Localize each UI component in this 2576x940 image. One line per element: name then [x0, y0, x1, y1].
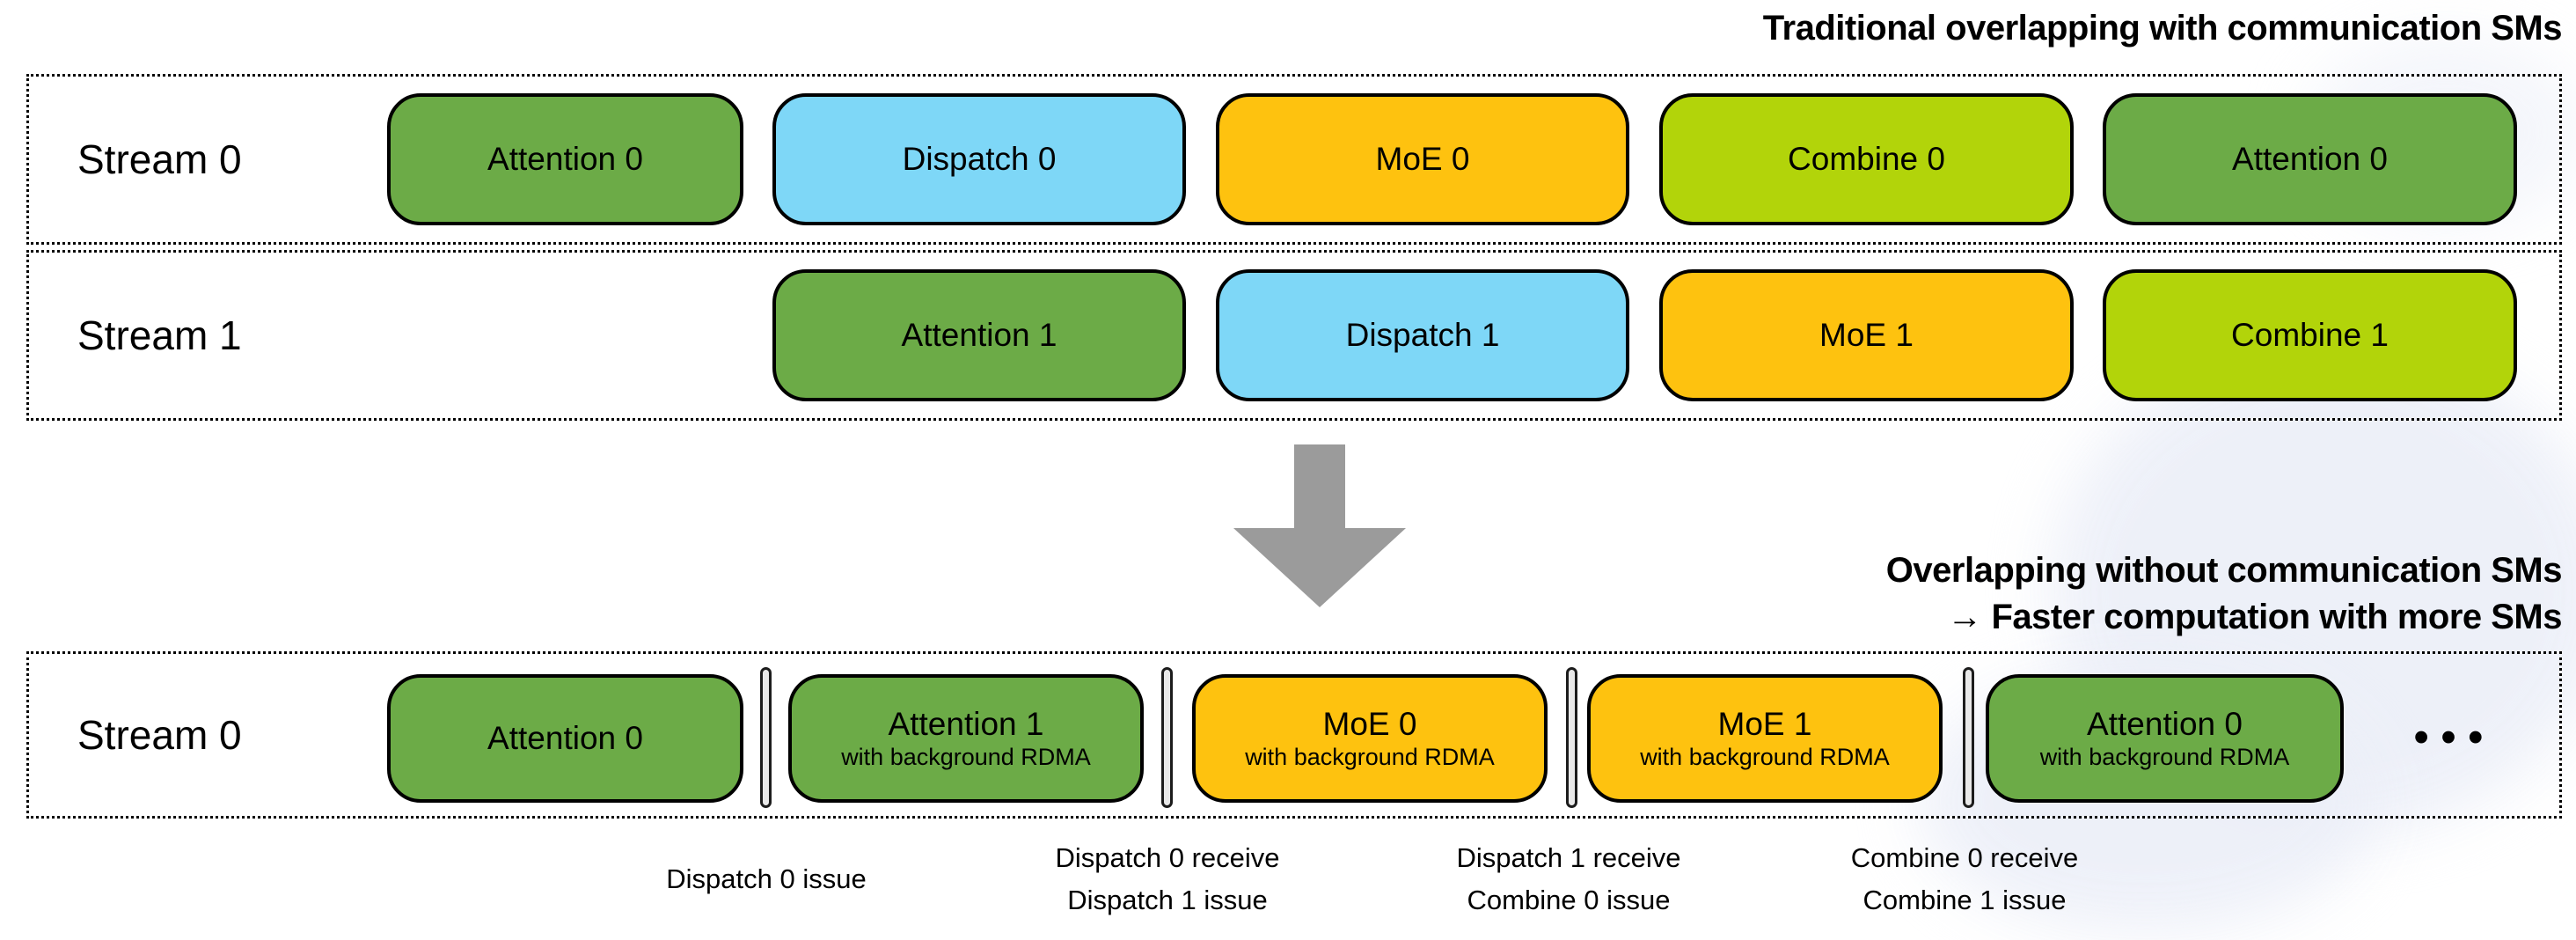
stream-label: Stream 0	[77, 712, 242, 758]
stream-sync-separator	[760, 667, 772, 808]
task-box-label: Attention 0	[487, 720, 643, 756]
task-box-dispatch-1: Dispatch 1	[1216, 269, 1629, 401]
stream-lane-optimized: Stream 0	[26, 651, 2562, 819]
task-box-label: Attention 0	[2232, 141, 2388, 177]
task-box-subtitle: with background RDMA	[841, 744, 1091, 770]
task-box-subtitle: with background RDMA	[1245, 744, 1495, 770]
task-box-label: MoE 0	[1375, 141, 1470, 177]
task-box-label: Attention 1	[901, 317, 1057, 353]
task-box-label: Combine 1	[2231, 317, 2389, 353]
sync-annotation-line: Dispatch 1 receive	[1456, 842, 1681, 873]
overlap-title-line1: Overlapping without communication SMs	[1885, 551, 2563, 590]
stream-lane-traditional-0: Stream 0	[26, 74, 2562, 245]
sync-annotation-line: Combine 0 issue	[1467, 885, 1671, 915]
task-box-attention-0: Attention 0	[2103, 93, 2517, 225]
task-box-label: Attention 1	[888, 706, 1044, 742]
task-box-label: MoE 1	[1819, 317, 1914, 353]
sync-annotation-line: Dispatch 0 issue	[666, 863, 867, 894]
task-box-combine-0: Combine 0	[1659, 93, 2074, 225]
task-box-label: Dispatch 0	[902, 141, 1057, 177]
task-box-label: MoE 0	[1322, 706, 1417, 742]
task-box-subtitle: with background RDMA	[1640, 744, 1890, 770]
task-box-combine-1: Combine 1	[2103, 269, 2517, 401]
sync-annotation: Dispatch 0 issue	[666, 858, 866, 900]
task-box-attention-1: Attention 1	[772, 269, 1186, 401]
task-box-subtitle: with background RDMA	[2039, 744, 2290, 770]
task-box-label: Attention 0	[2087, 706, 2243, 742]
task-box-label: Combine 0	[1788, 141, 1945, 177]
sync-annotation-line: Dispatch 1 issue	[1067, 885, 1268, 915]
overlap-title-line2: → Faster computation with more SMs	[1947, 598, 2562, 636]
task-box-label: Attention 0	[487, 141, 643, 177]
sync-annotation-line: Combine 0 receive	[1850, 842, 2079, 873]
task-box-moe-1: MoE 1	[1659, 269, 2074, 401]
overlap-title: Overlapping without communication SMs → …	[1885, 547, 2563, 641]
stream-lane-traditional-1: Stream 1	[26, 250, 2562, 421]
stream-sync-separator	[1963, 667, 1974, 808]
task-box-attention-0: Attention 0	[387, 674, 743, 803]
task-box-label: MoE 1	[1717, 706, 1812, 742]
sync-annotation-line: Dispatch 0 receive	[1055, 842, 1280, 873]
stream-sync-separator	[1566, 667, 1577, 808]
task-box-label: Dispatch 1	[1345, 317, 1500, 353]
task-box-moe-0: MoE 0	[1216, 93, 1629, 225]
stream-sync-separator	[1161, 667, 1173, 808]
task-box-attention-0: Attention 0	[387, 93, 743, 225]
sync-annotation-line: Combine 1 issue	[1862, 885, 2067, 915]
task-box-dispatch-0: Dispatch 0	[772, 93, 1186, 225]
traditional-title: Traditional overlapping with communicati…	[1762, 9, 2563, 48]
continuation-ellipsis: •••	[2413, 714, 2496, 761]
stream-label: Stream 0	[77, 136, 242, 182]
stream-label: Stream 1	[77, 312, 242, 358]
